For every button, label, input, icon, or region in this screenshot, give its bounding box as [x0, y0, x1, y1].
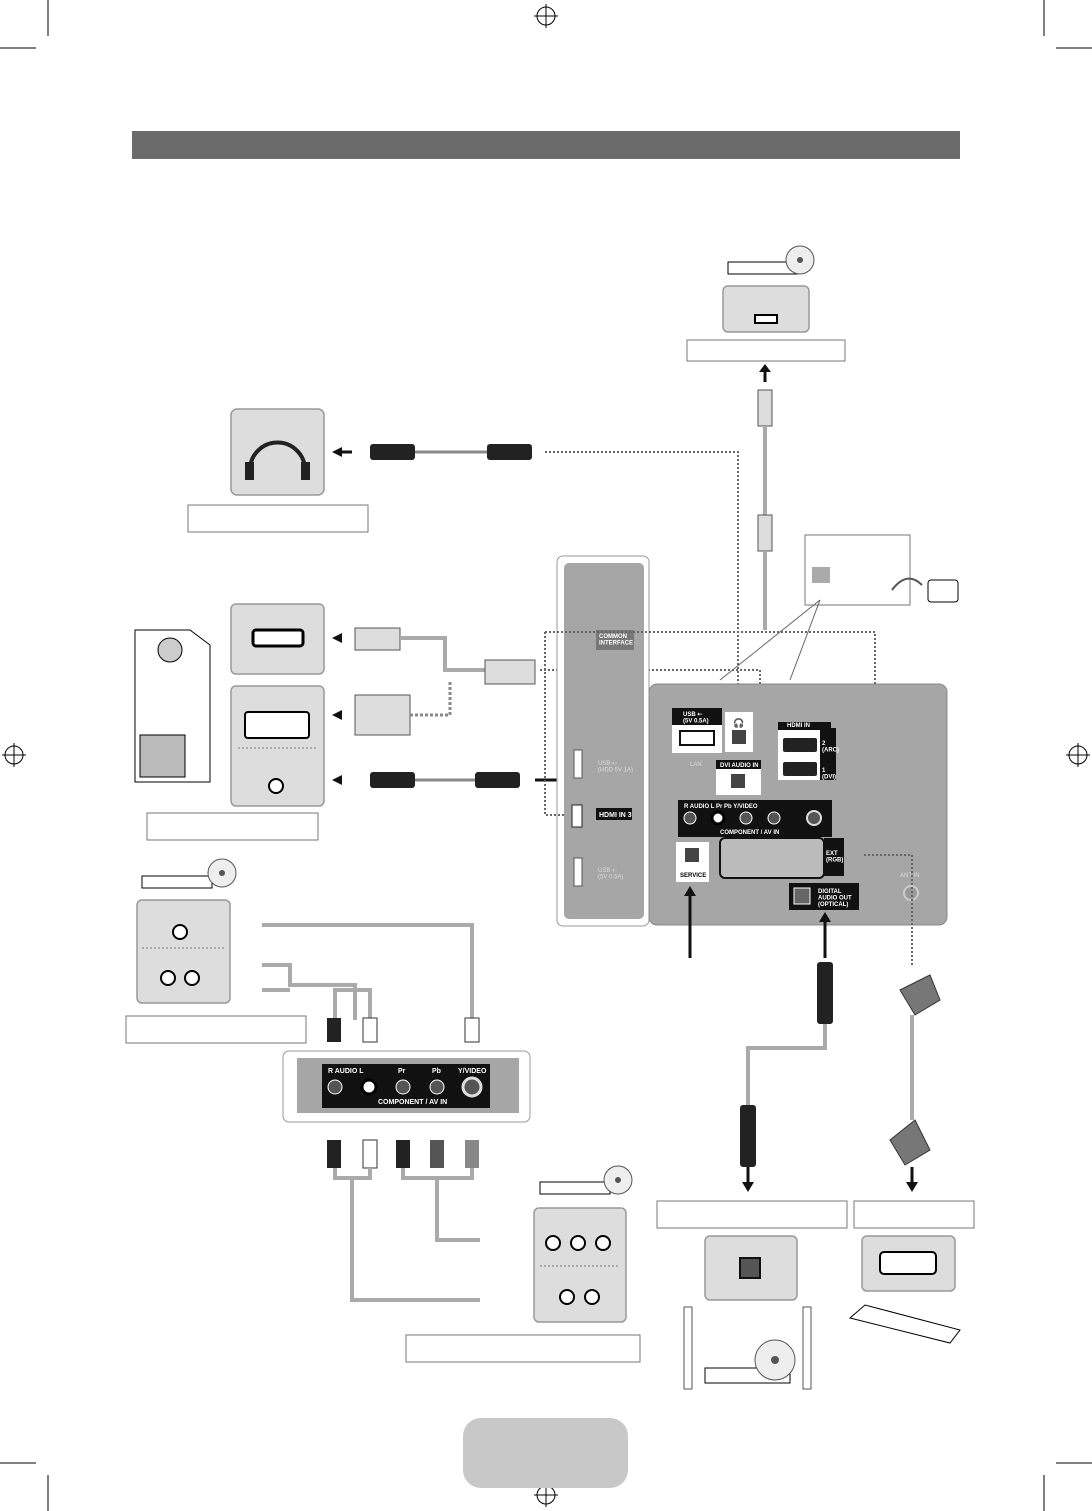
headphone-port-label: 🎧 [733, 717, 744, 728]
label-box-headphones [187, 504, 369, 533]
rear-audio-row-label: R AUDIO L Pr Pb Y/VIDEO [684, 804, 758, 810]
hdmi-1-label: 1(DVI) [822, 768, 836, 781]
av-cables [262, 923, 480, 1043]
y-video-label: Y/VIDEO [458, 1068, 487, 1075]
page-number-tab [463, 1418, 628, 1488]
usb-small-label: USB ⇠(5V 0.5A) [598, 868, 623, 881]
audio-row-label: R AUDIO L [328, 1068, 364, 1075]
lan-label: LAN [690, 762, 702, 768]
av-output-panel [136, 899, 231, 1004]
vcr-icon [848, 1304, 961, 1344]
hdmi-in-3-port[interactable] [571, 804, 583, 828]
hdmi-2-label: 2(ARC) [822, 741, 839, 754]
hdmi-in-label: HDMI IN [787, 723, 810, 729]
hdmi-1-dvi-port[interactable] [783, 762, 817, 776]
component-jacks[interactable] [327, 1076, 483, 1098]
rear-component-jacks[interactable] [683, 810, 822, 826]
bluray-player-icon [727, 245, 815, 275]
service-label: SERVICE [680, 873, 706, 879]
scart-port[interactable] [719, 837, 825, 879]
label-box-scart [853, 1200, 975, 1229]
pb-label: Pb [432, 1068, 441, 1075]
usb-hdd-label: USB ⇠(HDD 5V 1A) [598, 761, 633, 774]
pc-tower-icon [134, 629, 211, 783]
label-box-av [125, 1015, 307, 1044]
label-box-pc [146, 812, 319, 841]
bluray-player-icon [539, 1165, 633, 1195]
optical-out-port[interactable] [793, 887, 811, 905]
label-box-component [405, 1334, 641, 1363]
label-box-bluray-hdmi [686, 339, 846, 362]
service-port[interactable] [685, 848, 699, 862]
section-header-bar [132, 131, 960, 159]
power-outlet-icon [927, 579, 959, 603]
headphone-cable [332, 444, 739, 700]
rear-component-av-in-label: COMPONENT / AV IN [720, 830, 779, 836]
hdmi-port-icon [722, 285, 810, 333]
audio-jack-icon [268, 778, 284, 794]
usb-port[interactable] [679, 730, 715, 746]
component-av-in-label: COMPONENT / AV IN [378, 1099, 447, 1106]
pr-label: Pr [398, 1068, 406, 1075]
label-box-optical [656, 1200, 848, 1229]
service-arrow-icon [684, 886, 696, 896]
usb-label: USB ⇠(5V 0.5A) [683, 712, 709, 725]
headphone-port[interactable] [732, 730, 746, 744]
hdmi-2-arc-port[interactable] [783, 738, 817, 752]
bluray-player-icon [141, 858, 237, 889]
ant-in-label: ANT IN [900, 873, 920, 879]
home-theater-icon [683, 1306, 812, 1390]
dvi-audio-in-port[interactable] [731, 774, 745, 788]
ext-rgb-label: EXT(RGB) [826, 851, 843, 864]
hdmi-in-3-label: HDMI IN 3 [599, 812, 632, 819]
component-cables [327, 1139, 480, 1302]
dvi-audio-in-label: DVI AUDIO IN [720, 763, 758, 769]
component-output-panel [533, 1207, 627, 1323]
headphones-icon [230, 408, 325, 496]
